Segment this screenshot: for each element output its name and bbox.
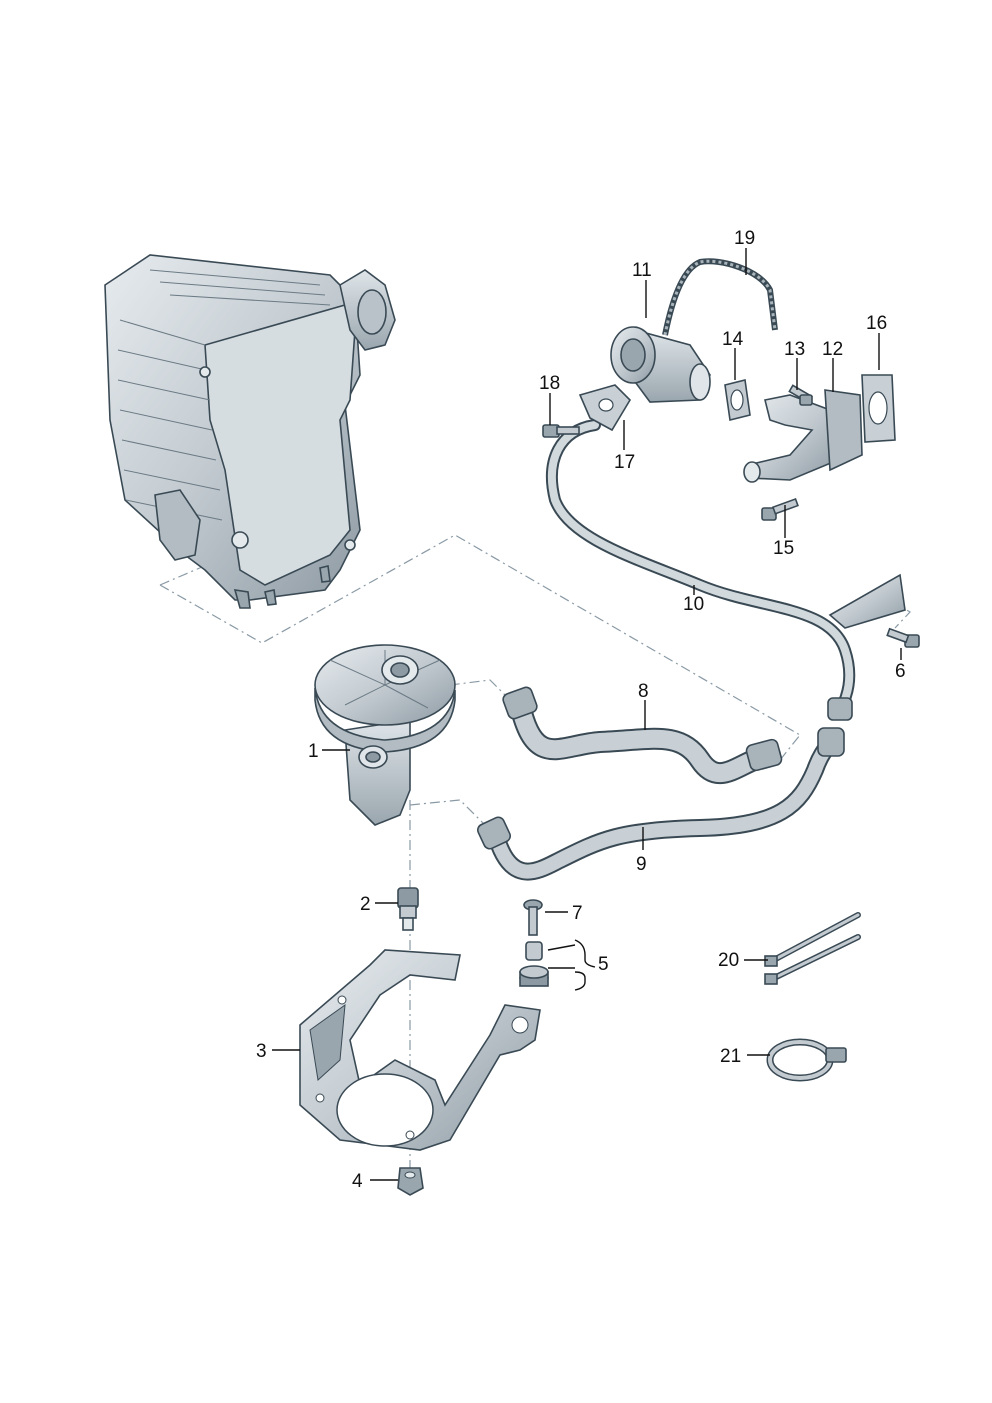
air-filter-housing <box>104 254 396 609</box>
bracket-3 <box>299 949 541 1151</box>
callout-15: 15 <box>773 538 794 559</box>
callout-12: 12 <box>822 339 843 360</box>
nut-4 <box>397 1167 424 1196</box>
hose-8 <box>502 686 783 785</box>
callout-21: 21 <box>720 1046 741 1067</box>
callout-20: 20 <box>718 950 739 971</box>
sensor-2 <box>397 887 419 931</box>
spacers-5 <box>519 941 549 987</box>
combination-valve <box>610 258 778 403</box>
gasket-16 <box>861 374 896 443</box>
gasket-17 <box>578 384 632 432</box>
callout-7: 7 <box>572 903 583 924</box>
gasket-14 <box>724 379 751 421</box>
secondary-air-pump <box>314 644 456 826</box>
bolt-15 <box>761 497 799 521</box>
callout-16: 16 <box>866 313 887 334</box>
callout-14: 14 <box>722 329 744 350</box>
bolt-7 <box>523 899 543 936</box>
callout-18: 18 <box>539 373 560 394</box>
callout-4: 4 <box>352 1171 363 1192</box>
callout-10: 10 <box>683 594 704 615</box>
callout-5: 5 <box>598 954 609 975</box>
connecting-pipe-12 <box>743 389 863 483</box>
callout-17: 17 <box>614 452 635 473</box>
callout-labels: 1 2 3 4 5 6 7 8 9 10 11 12 13 14 15 16 1… <box>256 228 906 1192</box>
callout-11: 11 <box>632 260 652 281</box>
callout-8: 8 <box>638 681 649 702</box>
callout-2: 2 <box>360 894 371 915</box>
cable-ties-20 <box>764 912 861 985</box>
callout-19: 19 <box>734 228 755 249</box>
hose-clamp-21 <box>766 1038 847 1082</box>
pipe-10 <box>545 419 906 721</box>
callout-13: 13 <box>784 339 805 360</box>
bolt-18 <box>542 424 580 438</box>
hose-9 <box>476 727 845 881</box>
callout-6: 6 <box>895 661 906 682</box>
callout-3: 3 <box>256 1041 267 1062</box>
callout-1: 1 <box>308 741 319 762</box>
leader-lines <box>272 248 902 1181</box>
callout-9: 9 <box>636 854 647 875</box>
bolt-13 <box>788 384 813 406</box>
bolt-6 <box>886 627 920 648</box>
